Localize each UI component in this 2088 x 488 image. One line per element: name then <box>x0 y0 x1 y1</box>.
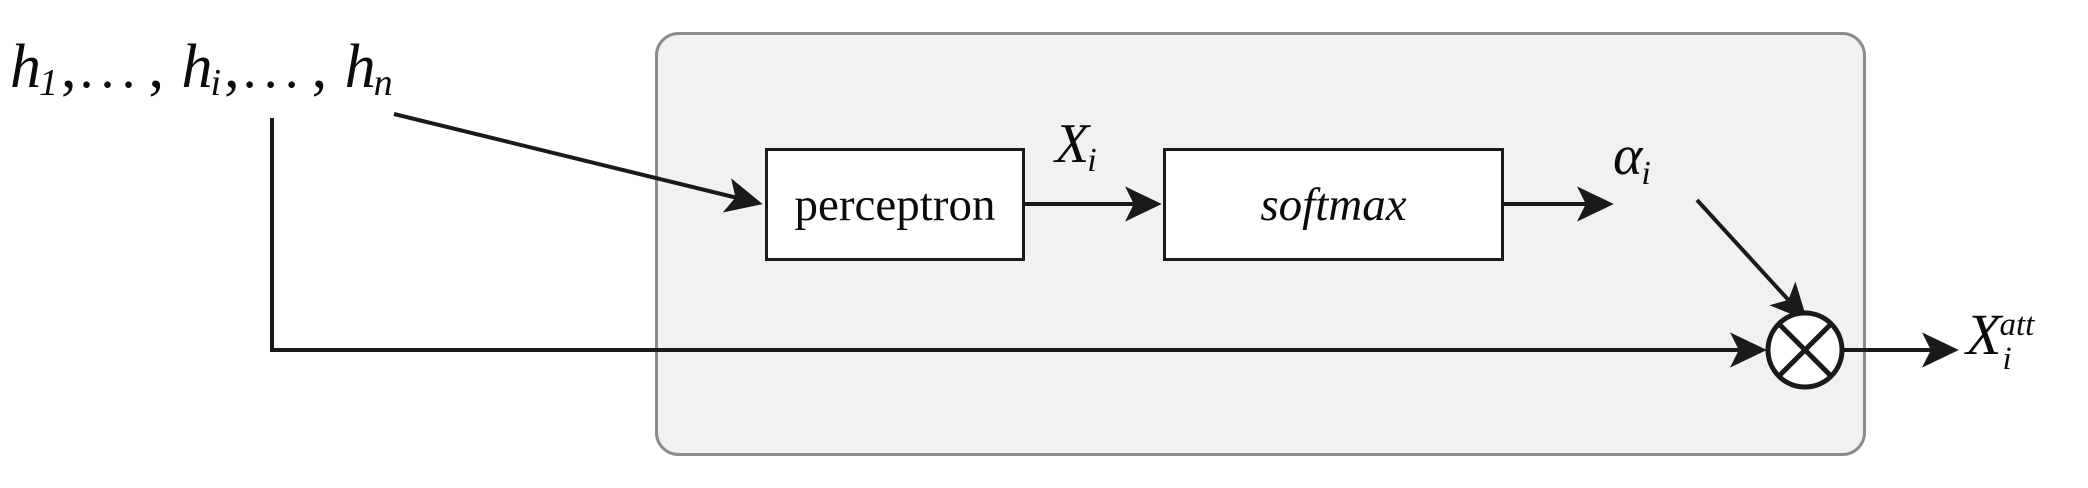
multiply-operator-icon <box>1765 310 1845 390</box>
softmax-block-label: softmax <box>1260 178 1407 231</box>
comma-4: , <box>311 33 329 101</box>
input-h1: h1 <box>10 33 59 105</box>
xi-base: X <box>1055 113 1090 175</box>
ellipsis-1: ... <box>79 38 143 100</box>
comma-3: , <box>224 33 241 101</box>
perceptron-output-label: Xi <box>1055 116 1097 178</box>
output-subscript: i <box>2002 340 2012 377</box>
comma-1: , <box>61 33 78 101</box>
edge-alpha-to-multiply <box>1695 198 1808 321</box>
ellipsis-2: ... <box>242 38 306 100</box>
xi-subscript: i <box>1087 141 1097 179</box>
perceptron-block-label: perceptron <box>794 178 996 231</box>
input-hn: hn <box>344 33 394 105</box>
alpha-base: α <box>1613 125 1643 187</box>
comma-2: , <box>148 33 165 101</box>
softmax-block[interactable]: softmax <box>1163 148 1504 261</box>
perceptron-block[interactable]: perceptron <box>765 148 1025 261</box>
attention-weight-label: αi <box>1613 128 1651 191</box>
edge-input-to-multiply <box>270 118 1767 368</box>
input-hi: hi <box>181 33 223 105</box>
edge-input-to-perceptron <box>393 112 763 213</box>
input-sequence-label: h1,..., hi,..., hn <box>10 36 396 102</box>
output-superscript: att <box>1999 307 2035 344</box>
alpha-subscript: i <box>1641 154 1651 192</box>
output-base: X <box>1966 302 2002 367</box>
